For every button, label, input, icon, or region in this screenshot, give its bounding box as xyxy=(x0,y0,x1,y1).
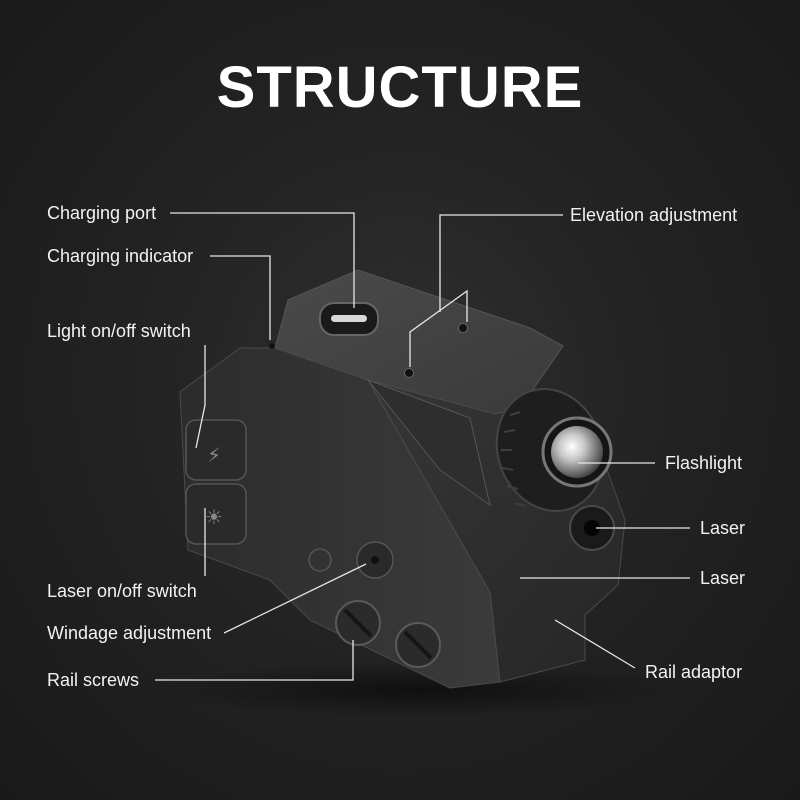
charging-port-slot xyxy=(331,315,367,322)
device-shadow xyxy=(160,662,680,718)
leader-elevation xyxy=(439,214,563,312)
label-light-switch: Light on/off switch xyxy=(47,321,191,341)
label-laser-1: Laser xyxy=(700,518,746,538)
leader-windage xyxy=(223,563,367,634)
flashlight-head xyxy=(495,388,613,512)
leader-charging-indicator xyxy=(210,255,271,340)
leader-charging-port xyxy=(170,212,355,308)
label-rail-adaptor: Rail adaptor xyxy=(645,662,743,682)
label-laser-switch: Laser on/off switch xyxy=(47,581,197,601)
leader-elevation-branch xyxy=(409,289,468,367)
laser-symbol-icon: ☀ xyxy=(205,505,223,529)
leader-lines xyxy=(155,212,690,681)
label-windage: Windage adjustment xyxy=(47,623,212,643)
label-charging-port: Charging port xyxy=(47,203,157,223)
label-elevation: Elevation adjustment xyxy=(570,205,738,225)
rail-screw-1-slot xyxy=(343,608,373,638)
lock-icon xyxy=(308,548,332,572)
device-bevel xyxy=(366,378,491,507)
rail-screw-2-slot xyxy=(403,630,433,660)
light-switch-button xyxy=(185,419,247,481)
label-rail-screws: Rail screws xyxy=(47,670,140,690)
laser-aperture-core xyxy=(584,520,600,536)
diagram-title: STRUCTURE xyxy=(216,55,584,120)
flashlight-symbol-icon: ⚡ xyxy=(207,443,221,467)
label-charging-indicator: Charging indicator xyxy=(47,246,194,266)
label-laser-2: Laser xyxy=(700,568,746,588)
elevation-hole-2 xyxy=(458,323,468,333)
windage-hole xyxy=(371,556,379,564)
laser-switch-button xyxy=(185,483,247,545)
flashlight-lens xyxy=(551,426,603,478)
elevation-hole-1 xyxy=(404,368,414,378)
leader-rail-screws xyxy=(155,640,354,681)
leader-light-switch xyxy=(195,345,206,449)
label-flashlight: Flashlight xyxy=(665,453,743,473)
leader-rail-adaptor xyxy=(554,619,636,669)
charging-indicator-dot xyxy=(269,343,275,349)
